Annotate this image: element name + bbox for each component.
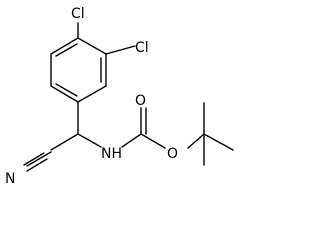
ring-double-bond-c4-c5 [55,83,78,97]
atom-label-cl-para: Cl [71,6,85,22]
ring-bond-c3-c4 [77,85,107,103]
bond-alpha-to-nh [77,133,102,148]
nitrile-triple-bond-1 [26,158,48,172]
ring-double-bond-c6-c1 [55,43,78,57]
bond-carbonyl-to-ester-o [140,133,166,149]
bond-tbu-methyl-right [203,133,234,151]
atom-label-ester-o: O [167,146,178,162]
atom-label-cl-meta: Cl [135,40,149,56]
bond-alpha-to-nitrile-carbon [50,133,79,151]
bond-nh-to-carbonyl-carbon [121,133,142,148]
atom-labels: Cl Cl N NH O O [5,6,178,187]
chemical-structure-diagram: Cl Cl N NH O O [5,6,234,187]
bond-c2-cl-meta [105,45,136,55]
bond-ester-o-to-quaternary-carbon [187,133,205,149]
atom-label-nh: NH [101,146,122,162]
ring-bond-c6-c1 [50,37,79,55]
bonds [23,22,234,172]
atom-label-carbonyl-o: O [135,93,146,109]
nitrile-triple-bond-2 [26,151,52,167]
ring-bond-c1-c2 [77,37,107,55]
nitrile-triple-bond-3 [23,152,45,166]
ring-bond-c4-c5 [50,85,79,103]
atom-label-nitrile-n: N [5,171,15,187]
